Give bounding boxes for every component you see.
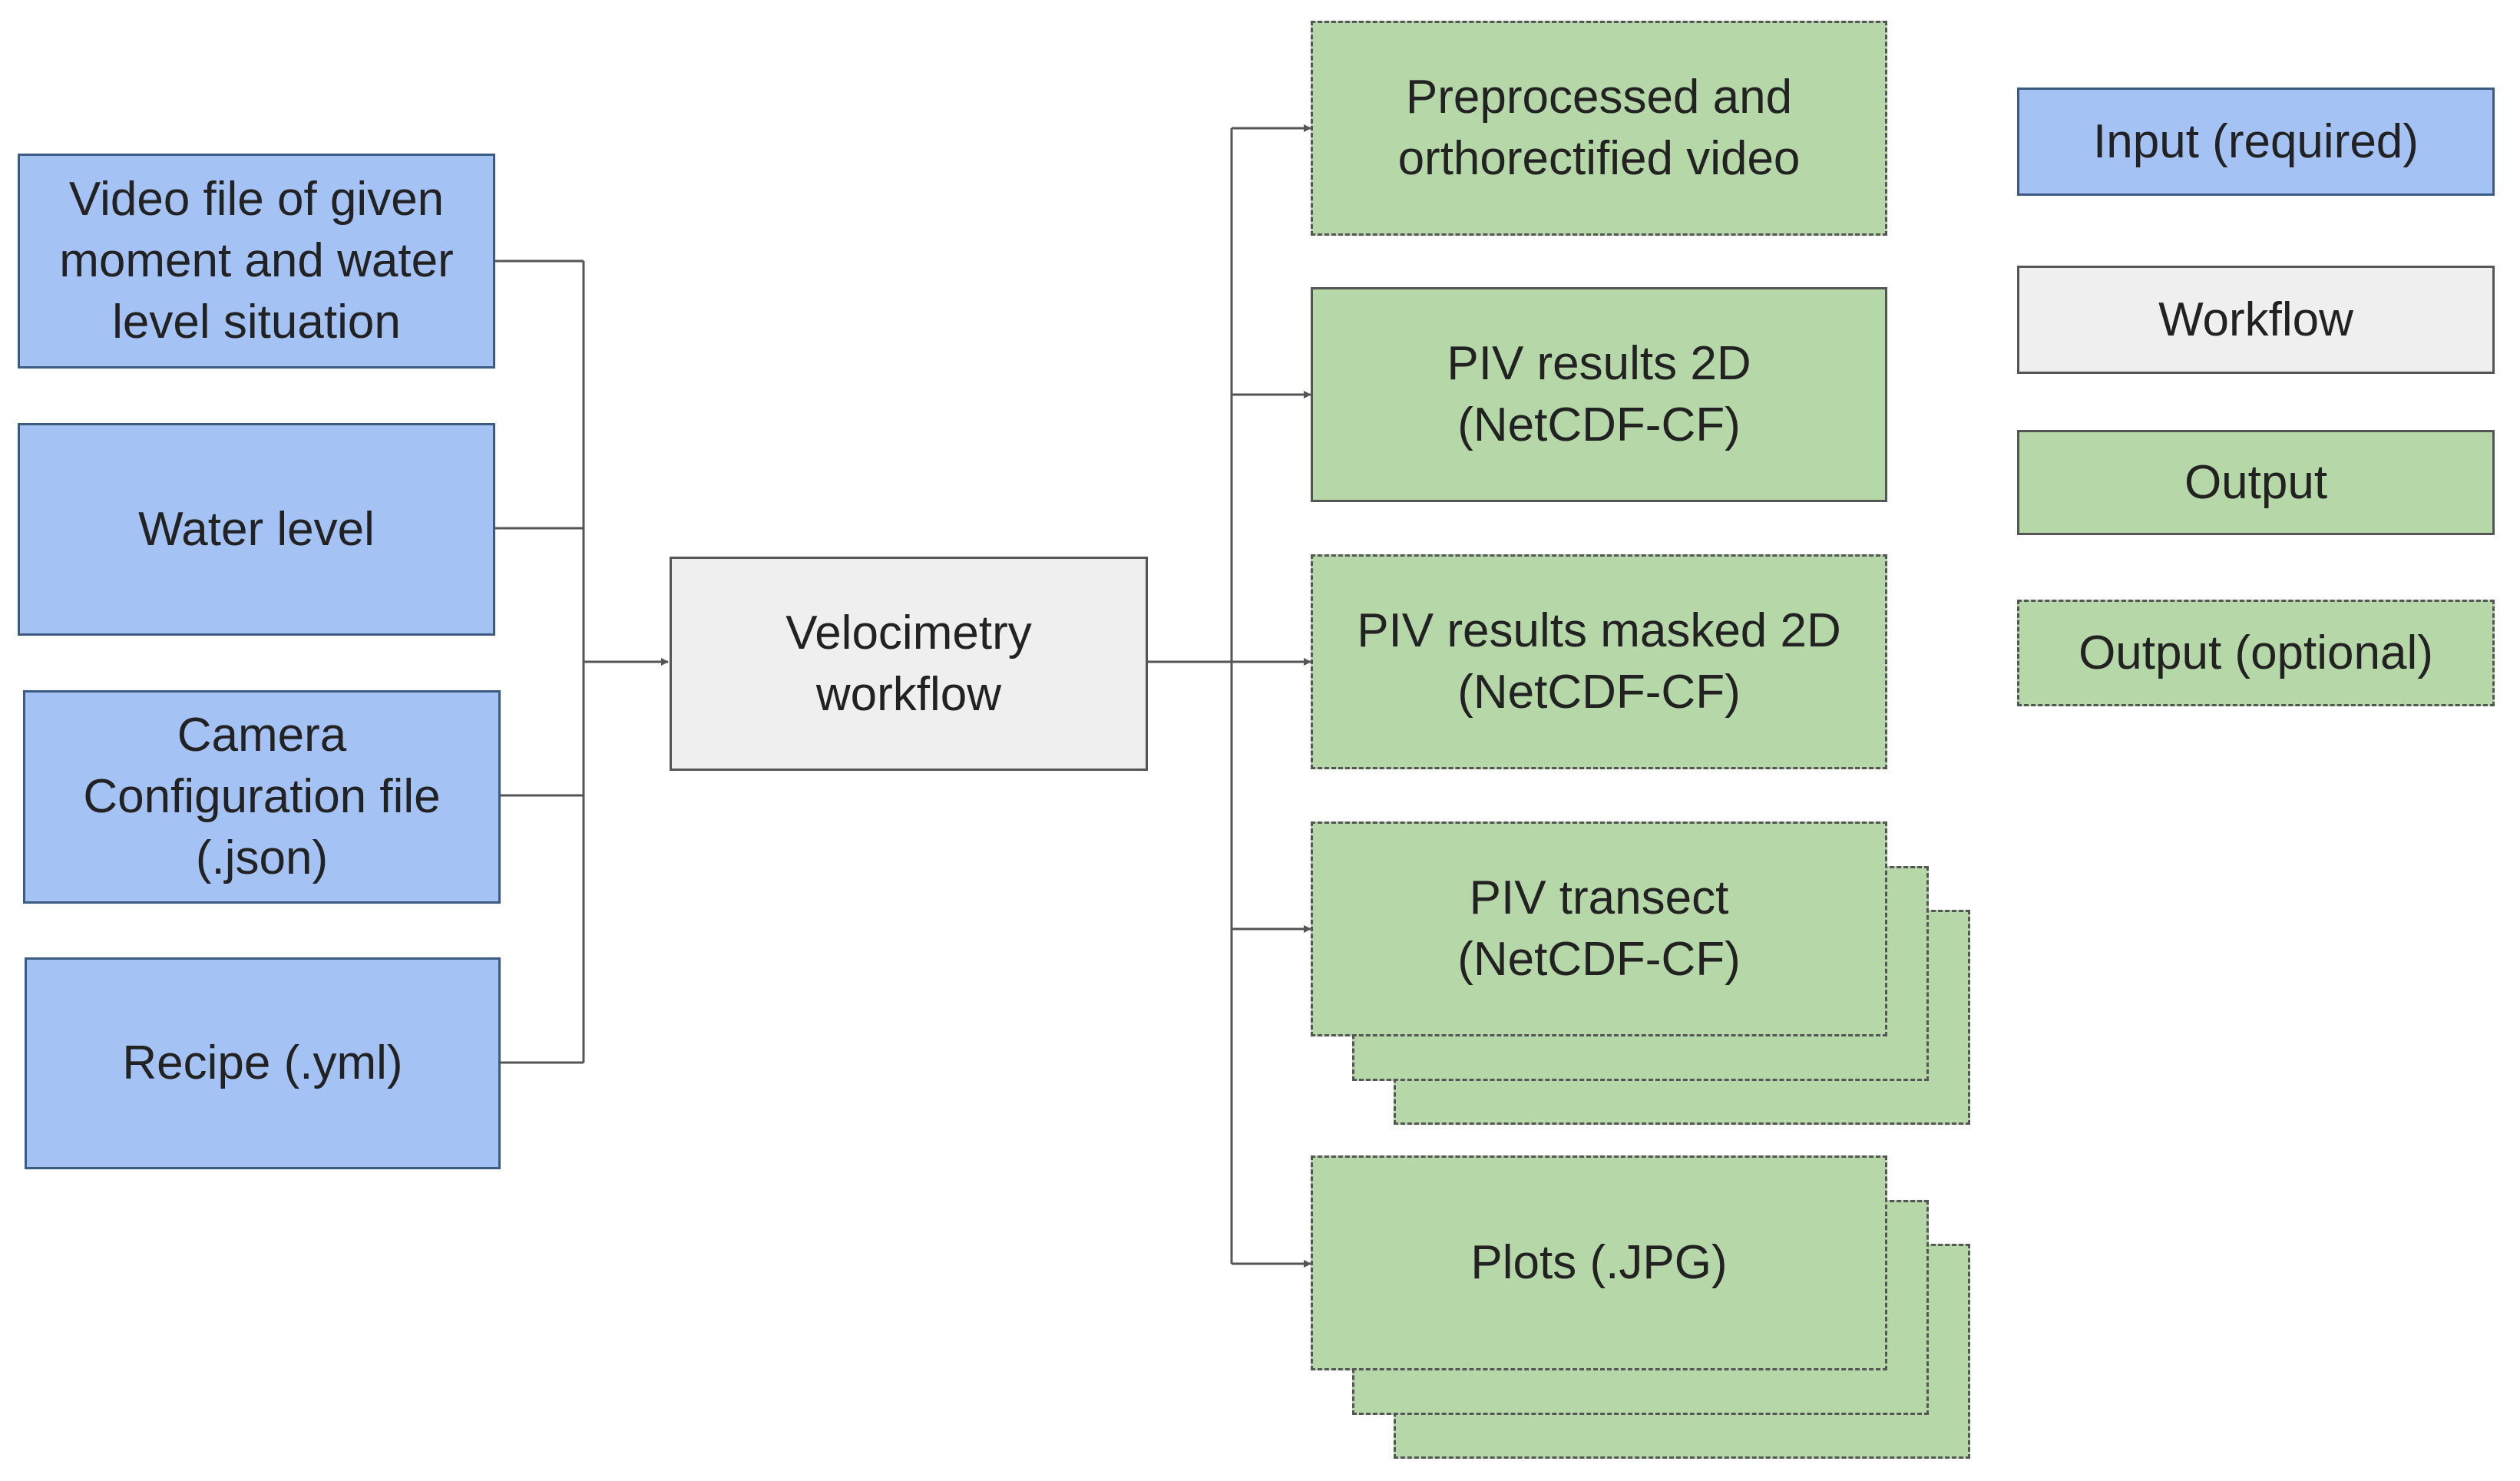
- output-piv-2d-box: PIV results 2D (NetCDF-CF): [1311, 287, 1887, 502]
- output-piv-masked-label: PIV results masked 2D (NetCDF-CF): [1357, 604, 1841, 719]
- input-water-level-box: Water level: [18, 423, 495, 636]
- legend-workflow-label: Workflow: [2158, 293, 2353, 346]
- input-video-box: Video file of given moment and water lev…: [18, 154, 495, 369]
- legend-workflow: Workflow: [2017, 266, 2495, 374]
- output-plots-box: Plots (.JPG): [1311, 1155, 1887, 1370]
- legend-output-optional-label: Output (optional): [2079, 626, 2433, 679]
- input-recipe-label: Recipe (.yml): [122, 1036, 403, 1089]
- legend-input-required-label: Input (required): [2093, 114, 2419, 168]
- legend-output-optional: Output (optional): [2017, 600, 2495, 706]
- output-preprocessed-box: Preprocessed and orthorectified video: [1311, 21, 1887, 236]
- output-piv-masked-box: PIV results masked 2D (NetCDF-CF): [1311, 554, 1887, 769]
- input-camera-config-label: Camera Configuration file (.json): [83, 709, 441, 884]
- legend-input-required: Input (required): [2017, 88, 2495, 196]
- input-camera-config-box: Camera Configuration file (.json): [23, 690, 501, 904]
- output-preprocessed-label: Preprocessed and orthorectified video: [1397, 71, 1801, 185]
- input-water-level-label: Water level: [138, 502, 375, 556]
- output-piv-2d-label: PIV results 2D (NetCDF-CF): [1447, 337, 1751, 451]
- legend-output: Output: [2017, 430, 2495, 535]
- velocimetry-workflow-label: Velocimetry workflow: [785, 606, 1032, 721]
- output-piv-transect-box: PIV transect (NetCDF-CF): [1311, 821, 1887, 1036]
- legend-output-label: Output: [2184, 455, 2328, 509]
- output-piv-transect-label: PIV transect (NetCDF-CF): [1457, 871, 1741, 986]
- input-video-label: Video file of given moment and water lev…: [59, 173, 454, 349]
- velocimetry-workflow-box: Velocimetry workflow: [670, 557, 1148, 771]
- output-plots-label: Plots (.JPG): [1470, 1236, 1728, 1289]
- input-recipe-box: Recipe (.yml): [25, 957, 501, 1169]
